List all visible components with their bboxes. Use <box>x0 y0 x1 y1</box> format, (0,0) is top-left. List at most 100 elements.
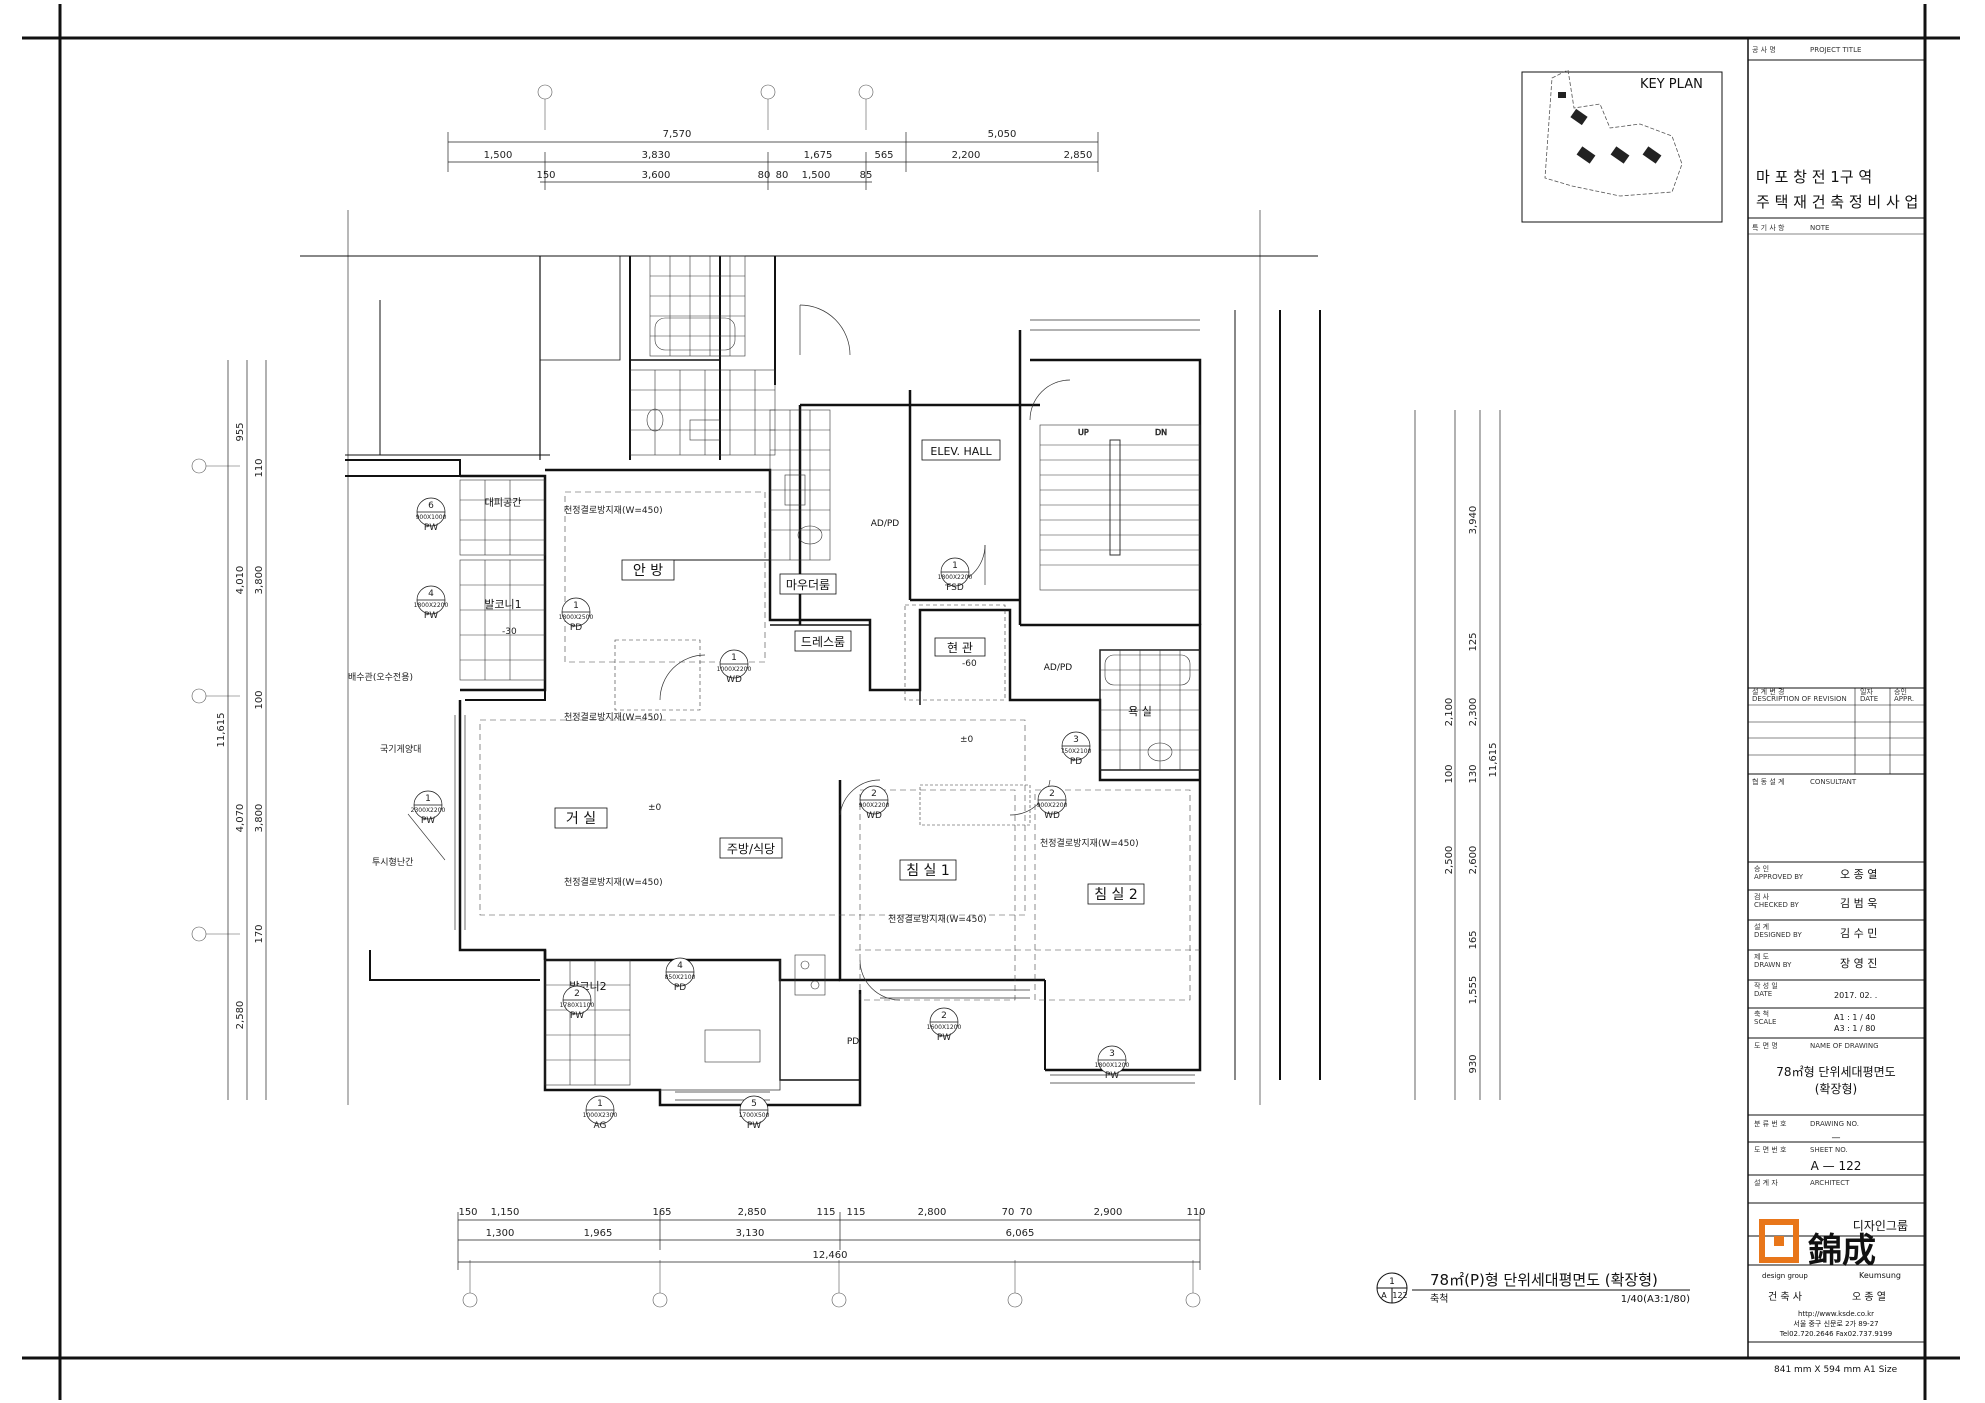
tag-12-type: PW <box>1105 1071 1119 1081</box>
key-plan-label: KEY PLAN <box>1640 77 1703 92</box>
tag-3-number: 1 <box>425 794 431 804</box>
bath-tile-grid-upper <box>629 369 776 456</box>
tag-4: 1 1800X2500 PD <box>559 597 594 633</box>
door-swing-kitchen <box>859 959 901 1001</box>
date-en: DATE <box>1754 990 1772 998</box>
tag-2-type: PW <box>424 611 438 621</box>
sheet-no-en: SHEET NO. <box>1810 1146 1848 1154</box>
door-swing-master <box>659 654 706 701</box>
key-plan-site-outline <box>1544 69 1683 197</box>
dim-right-inner-1: 125 <box>1468 632 1479 651</box>
label-bedroom1: 침 실 1 <box>899 859 957 881</box>
entrance-area <box>904 604 1006 701</box>
sheet-no-label: 도 면 번 호 <box>1754 1145 1787 1154</box>
room-pd: PD <box>847 1037 859 1047</box>
scale-a1: A1 : 1 / 40 <box>1834 1013 1875 1022</box>
dim-top-10: 3,600 <box>642 170 671 181</box>
doors <box>659 304 1071 1001</box>
project-line-1: 마 포 창 전 1구 역 <box>1756 168 1872 186</box>
dim-bottom-10: 2,900 <box>1094 1207 1123 1218</box>
dim-right-inner-6: 165 <box>1468 930 1479 949</box>
tag-14-type: AG <box>594 1121 607 1131</box>
dim-left-mid-4: 2,580 <box>235 1001 246 1030</box>
date-label: 작 성 일 <box>1754 981 1778 990</box>
dim-top-1: 7,570 <box>663 129 692 140</box>
dim-left-mid-3: 4,070 <box>235 804 246 833</box>
paper-size: 841 mm X 594 mm A1 Size <box>1774 1365 1898 1375</box>
designed-name: 김 수 민 <box>1840 927 1877 940</box>
tag-10-type: PD <box>674 983 686 993</box>
logo-text: 錦成 <box>1808 1231 1876 1271</box>
office-address: 서울 중구 신문로 2가 89-27 <box>1793 1319 1878 1328</box>
tag-9-number: 2 <box>1049 789 1055 799</box>
office-url: http://www.ksde.co.kr <box>1798 1310 1874 1318</box>
drawing-name-en: NAME OF DRAWING <box>1810 1042 1879 1050</box>
project-line-2: 주 택 재 건 축 정 비 사 업 <box>1756 193 1918 211</box>
tag-13-size: 1700X500 <box>739 1112 770 1119</box>
tag-6-number: 1 <box>952 561 958 571</box>
dim-top-3: 1,500 <box>484 150 513 161</box>
checked-en: CHECKED BY <box>1754 901 1800 909</box>
scale-a3: A3 : 1 / 80 <box>1834 1024 1875 1033</box>
tag-15: 2 1780X1100 PW <box>560 985 595 1021</box>
tag-14-number: 1 <box>597 1099 603 1109</box>
bathtub-common <box>1104 654 1191 686</box>
note-ceiling-2: 천정결로방지재(W=450) <box>564 712 663 723</box>
washbasin-master <box>784 474 806 506</box>
plan-title-sheet: A <box>1381 1291 1387 1300</box>
tag-12: 3 1800X1200 PW <box>1095 1045 1130 1081</box>
drawing-name-line-2: (확장형) <box>1815 1082 1857 1096</box>
designed-en: DESIGNED BY <box>1754 931 1802 939</box>
dim-bottom-14: 3,130 <box>736 1228 765 1239</box>
tag-11-type: PW <box>937 1033 951 1043</box>
label-powder-room: 마우더룸 <box>779 573 837 595</box>
label-master-bedroom: 안 방 <box>621 559 675 581</box>
room-dress: 드레스룸 <box>801 635 845 649</box>
dim-right-inner-5: 2,500 <box>1444 846 1455 875</box>
tag-7-number: 3 <box>1073 735 1079 745</box>
revision-label-en: DESCRIPTION OF REVISION <box>1752 695 1847 703</box>
room-bath: 욕 실 <box>1128 705 1152 718</box>
office-label: 건 축 사 <box>1768 1291 1802 1303</box>
drawn-label: 제 도 <box>1754 953 1770 961</box>
door-swing-1 <box>799 304 851 356</box>
room-master-bedroom: 안 방 <box>633 563 663 579</box>
plan-title-sheet-no: 122 <box>1392 1291 1407 1300</box>
dim-left-inner-3: 100 <box>254 690 265 709</box>
note-railing: 투시형난간 <box>372 857 413 868</box>
logo-mark <box>1759 1219 1799 1263</box>
tag-13: 5 1700X500 PW <box>739 1095 770 1131</box>
dim-right-inner-4: 130 <box>1468 764 1479 783</box>
room-unit-tile <box>459 479 546 556</box>
drawing-name-line-1: 78㎡형 단위세대평면도 <box>1776 1065 1895 1079</box>
dim-bottom-4: 2,850 <box>738 1207 767 1218</box>
toilet-master <box>797 525 823 545</box>
note-mullion: 국기게양대 <box>380 744 421 755</box>
drawn-en: DRAWN BY <box>1754 961 1792 969</box>
tag-12-number: 3 <box>1109 1049 1115 1059</box>
consultant-label: 협 동 설 계 <box>1752 777 1784 786</box>
dim-bottom-12: 1,300 <box>486 1228 515 1239</box>
dim-bottom-16: 12,460 <box>813 1250 848 1261</box>
tag-8-type: WD <box>866 811 882 821</box>
dim-top-13: 1,500 <box>802 170 831 181</box>
revision-label: 설 계 변 경 <box>1752 687 1784 696</box>
tag-15-type: PW <box>570 1011 584 1021</box>
dim-bottom-13: 1,965 <box>584 1228 613 1239</box>
dim-left-inner-4: 3,800 <box>254 804 265 833</box>
scale-label: 축 척 <box>1754 1009 1769 1018</box>
plan-title-number: 1 <box>1389 1277 1395 1287</box>
bath-tile-grid-top <box>649 255 746 357</box>
windows <box>454 319 1200 1101</box>
tag-4-size: 1800X2500 <box>559 614 594 621</box>
date-value: 2017. 02. . <box>1834 991 1877 1000</box>
logo-sub-left: design group <box>1762 1272 1808 1280</box>
tag-3-size: 2300X2200 <box>411 807 446 814</box>
dimension-lines <box>227 132 1501 1270</box>
room-powder: 마우더룸 <box>786 578 830 592</box>
label-living: 거 실 <box>554 807 608 829</box>
tag-14-size: 1000X2300 <box>583 1112 618 1119</box>
dim-top-4: 3,830 <box>642 150 671 161</box>
dim-left-inner-2: 3,800 <box>254 566 265 595</box>
tag-13-type: PW <box>747 1121 761 1131</box>
